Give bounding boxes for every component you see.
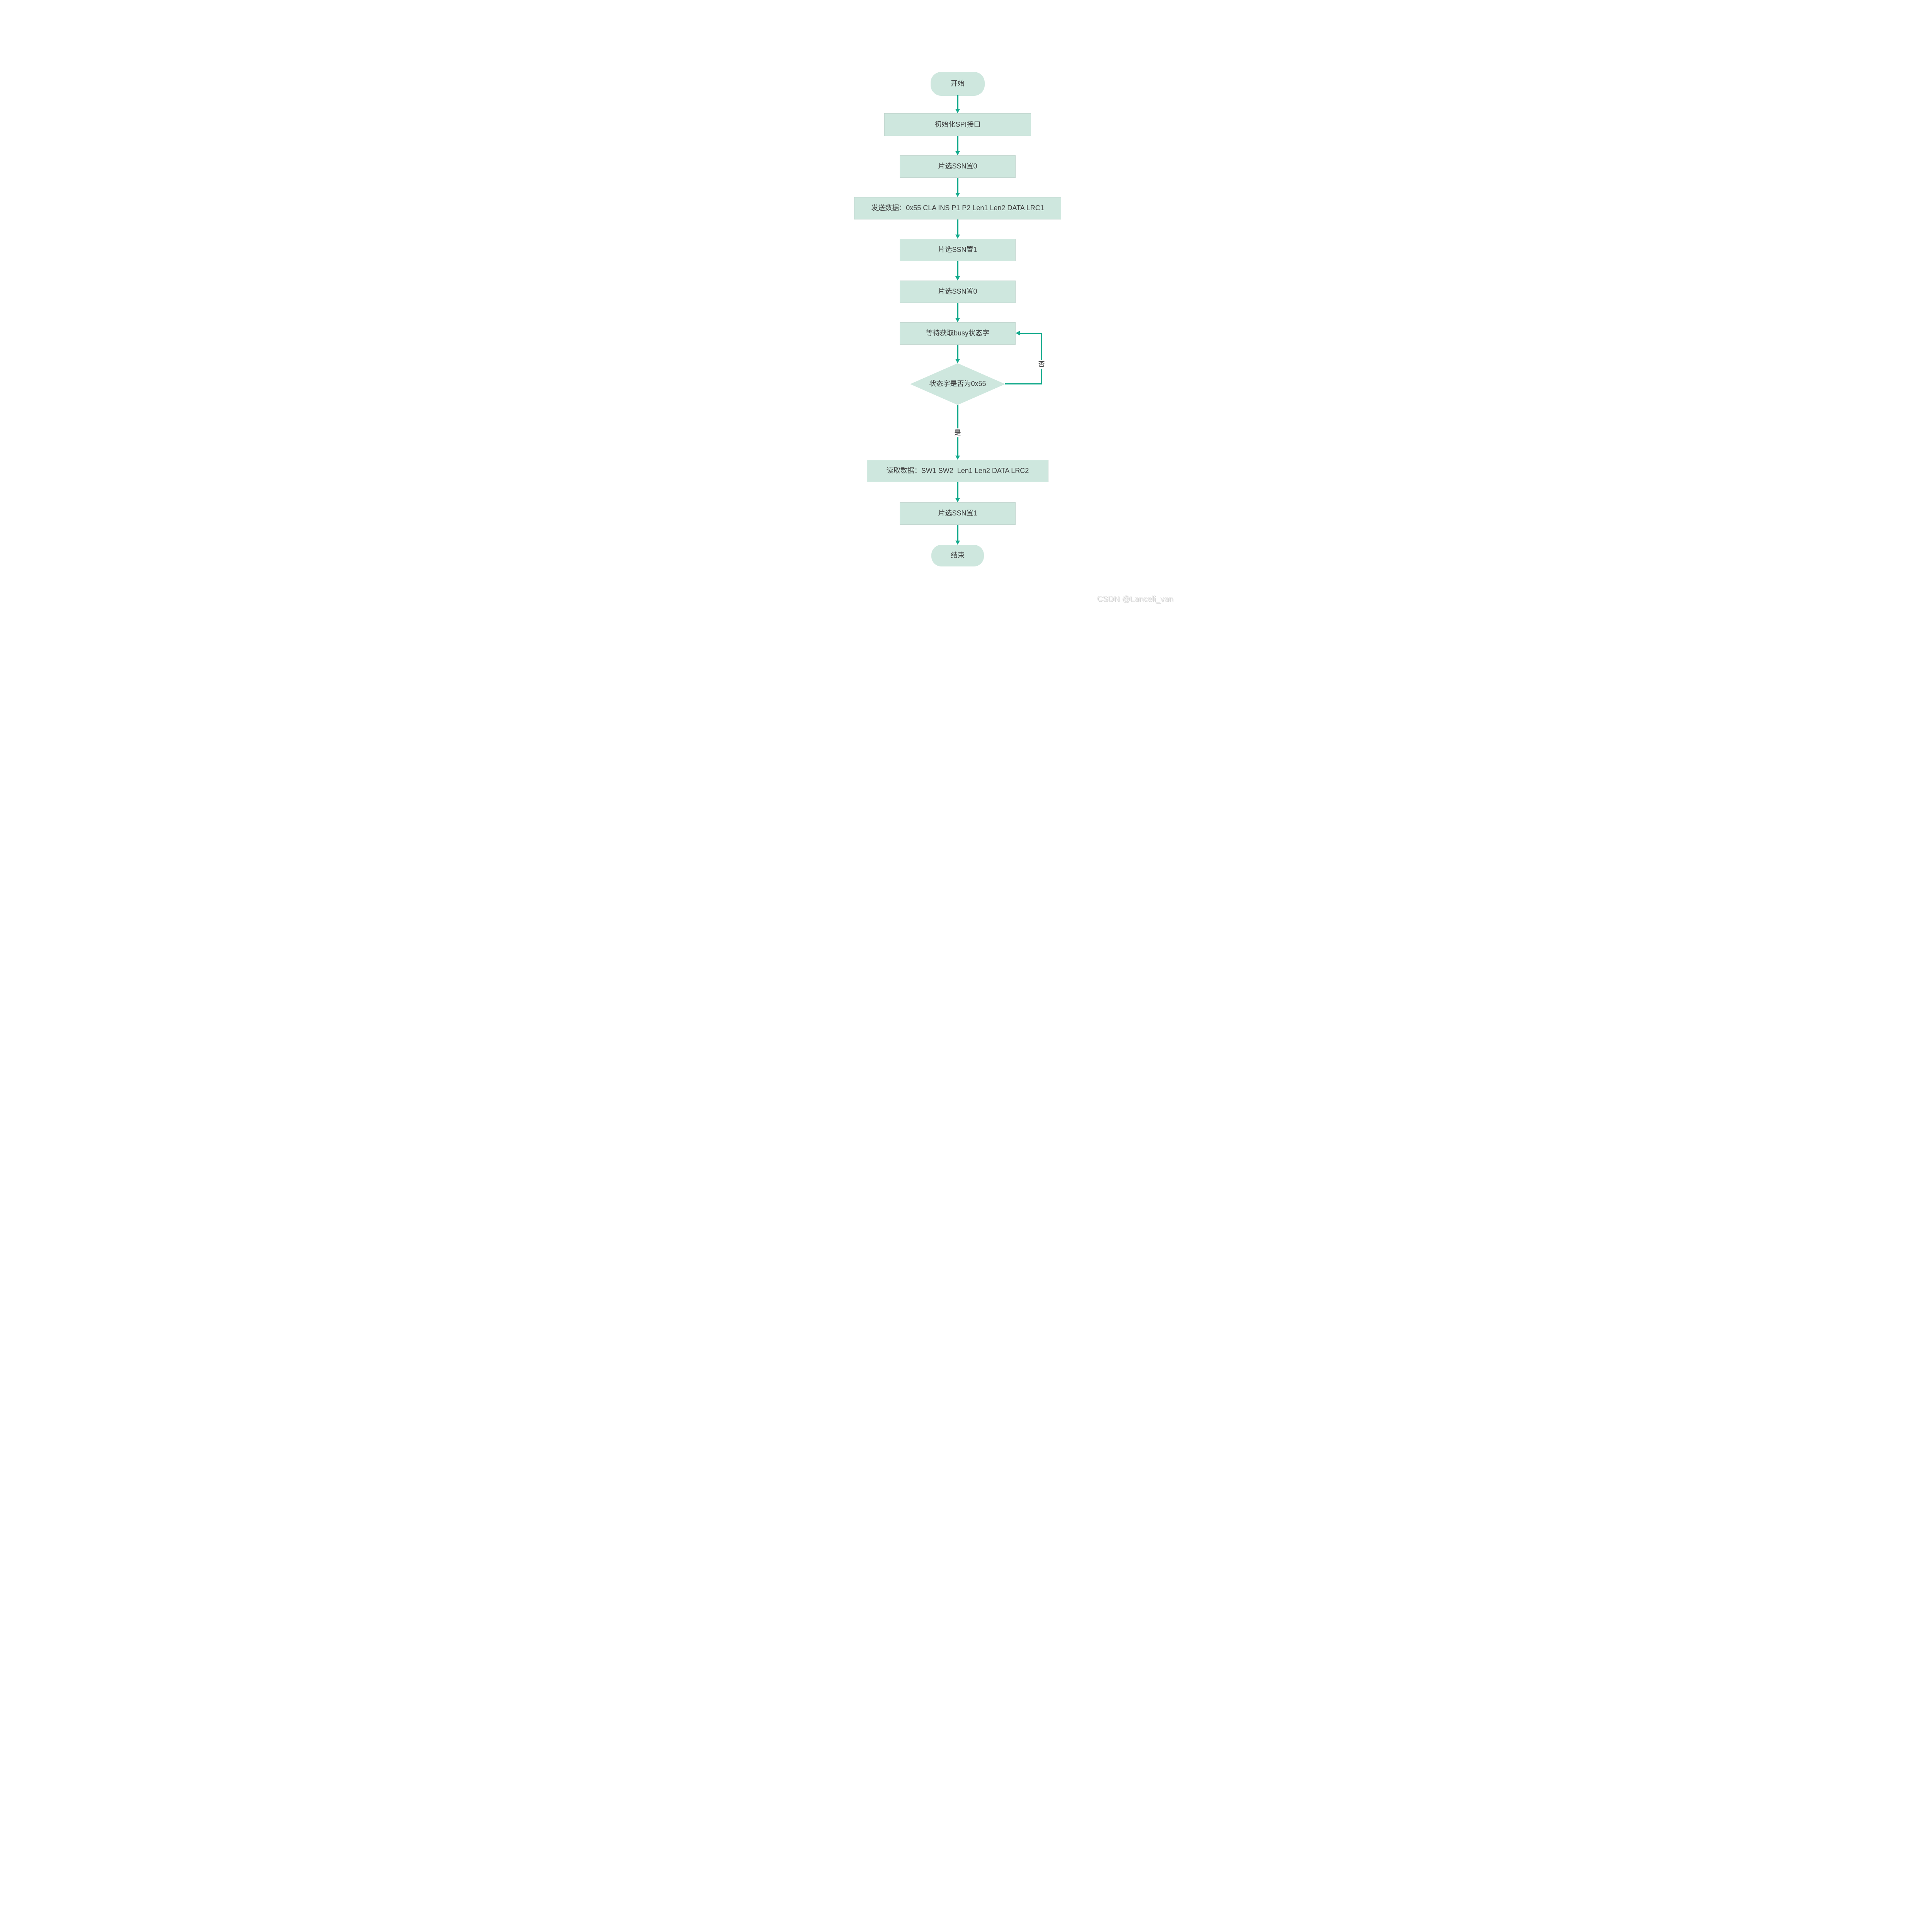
node-end: 结束 [931, 545, 984, 566]
connector-no-vertical [1041, 333, 1042, 384]
node-send-data: 发送数据：0x55 CLA INS P1 P2 Len1 Len2 DATA L… [854, 197, 1061, 219]
connector-ssnhigh2-end [957, 525, 958, 541]
connector-init-ssnlow1 [957, 136, 958, 151]
node-send-data-label: 发送数据：0x55 CLA INS P1 P2 Len1 Len2 DATA L… [871, 204, 1044, 212]
node-wait-busy-label: 等待获取busy状态字 [926, 329, 990, 337]
node-init-spi: 初始化SPI接口 [884, 113, 1031, 136]
node-start: 开始 [931, 72, 985, 96]
node-read-data-label: 读取数据：SW1 SW2 Len1 Len2 DATA LRC2 [886, 467, 1029, 475]
edge-label-no: 否 [1037, 360, 1046, 369]
arrowhead-ssnlow1-send [955, 193, 960, 197]
connector-no-to-waitbusy [1020, 333, 1042, 334]
connector-send-ssnhigh1 [957, 219, 958, 235]
arrowhead-read-ssnhigh2 [955, 498, 960, 502]
arrowhead-ssnlow2-waitbusy [955, 318, 960, 322]
arrowhead-start-init [955, 109, 960, 113]
node-wait-busy: 等待获取busy状态字 [900, 322, 1016, 345]
arrowhead-init-ssnlow1 [955, 151, 960, 155]
arrowhead-no-into-waitbusy [1016, 331, 1020, 335]
decision-status-check: 状态字是否为0x55 [910, 363, 1005, 405]
connector-ssnlow1-send [957, 178, 958, 193]
node-ssn-high-2: 片选SSN置1 [900, 502, 1016, 525]
flowchart-canvas: 开始 初始化SPI接口 片选SSN置0 发送数据：0x55 CLA INS P1… [743, 0, 1175, 611]
connector-waitbusy-decision [957, 345, 958, 359]
arrowhead-decision-read [955, 456, 960, 460]
node-start-label: 开始 [951, 80, 965, 88]
edge-label-yes: 是 [953, 428, 962, 437]
node-read-data: 读取数据：SW1 SW2 Len1 Len2 DATA LRC2 [867, 460, 1048, 482]
connector-ssnlow2-waitbusy [957, 303, 958, 318]
node-ssn-low-1-label: 片选SSN置0 [938, 162, 977, 170]
arrowhead-ssnhigh1-ssnlow2 [955, 276, 960, 281]
node-ssn-high-1-label: 片选SSN置1 [938, 246, 977, 254]
watermark-text: CSDN @Lanceli_van [1097, 595, 1173, 603]
node-ssn-high-2-label: 片选SSN置1 [938, 509, 977, 517]
connector-ssnhigh1-ssnlow2 [957, 261, 958, 277]
node-ssn-low-2: 片选SSN置0 [900, 281, 1016, 303]
connector-read-ssnhigh2 [957, 482, 958, 498]
node-init-spi-label: 初始化SPI接口 [934, 120, 981, 128]
arrowhead-send-ssnhigh1 [955, 235, 960, 239]
node-end-label: 结束 [951, 551, 965, 560]
node-ssn-low-2-label: 片选SSN置0 [938, 287, 977, 296]
connector-start-init [957, 95, 958, 109]
node-ssn-high-1: 片选SSN置1 [900, 239, 1016, 261]
decision-status-check-label: 状态字是否为0x55 [929, 380, 986, 388]
connector-no-from-decision [1005, 383, 1042, 384]
node-ssn-low-1: 片选SSN置0 [900, 155, 1016, 178]
arrowhead-waitbusy-decision [955, 359, 960, 363]
arrowhead-ssnhigh2-end [955, 541, 960, 545]
